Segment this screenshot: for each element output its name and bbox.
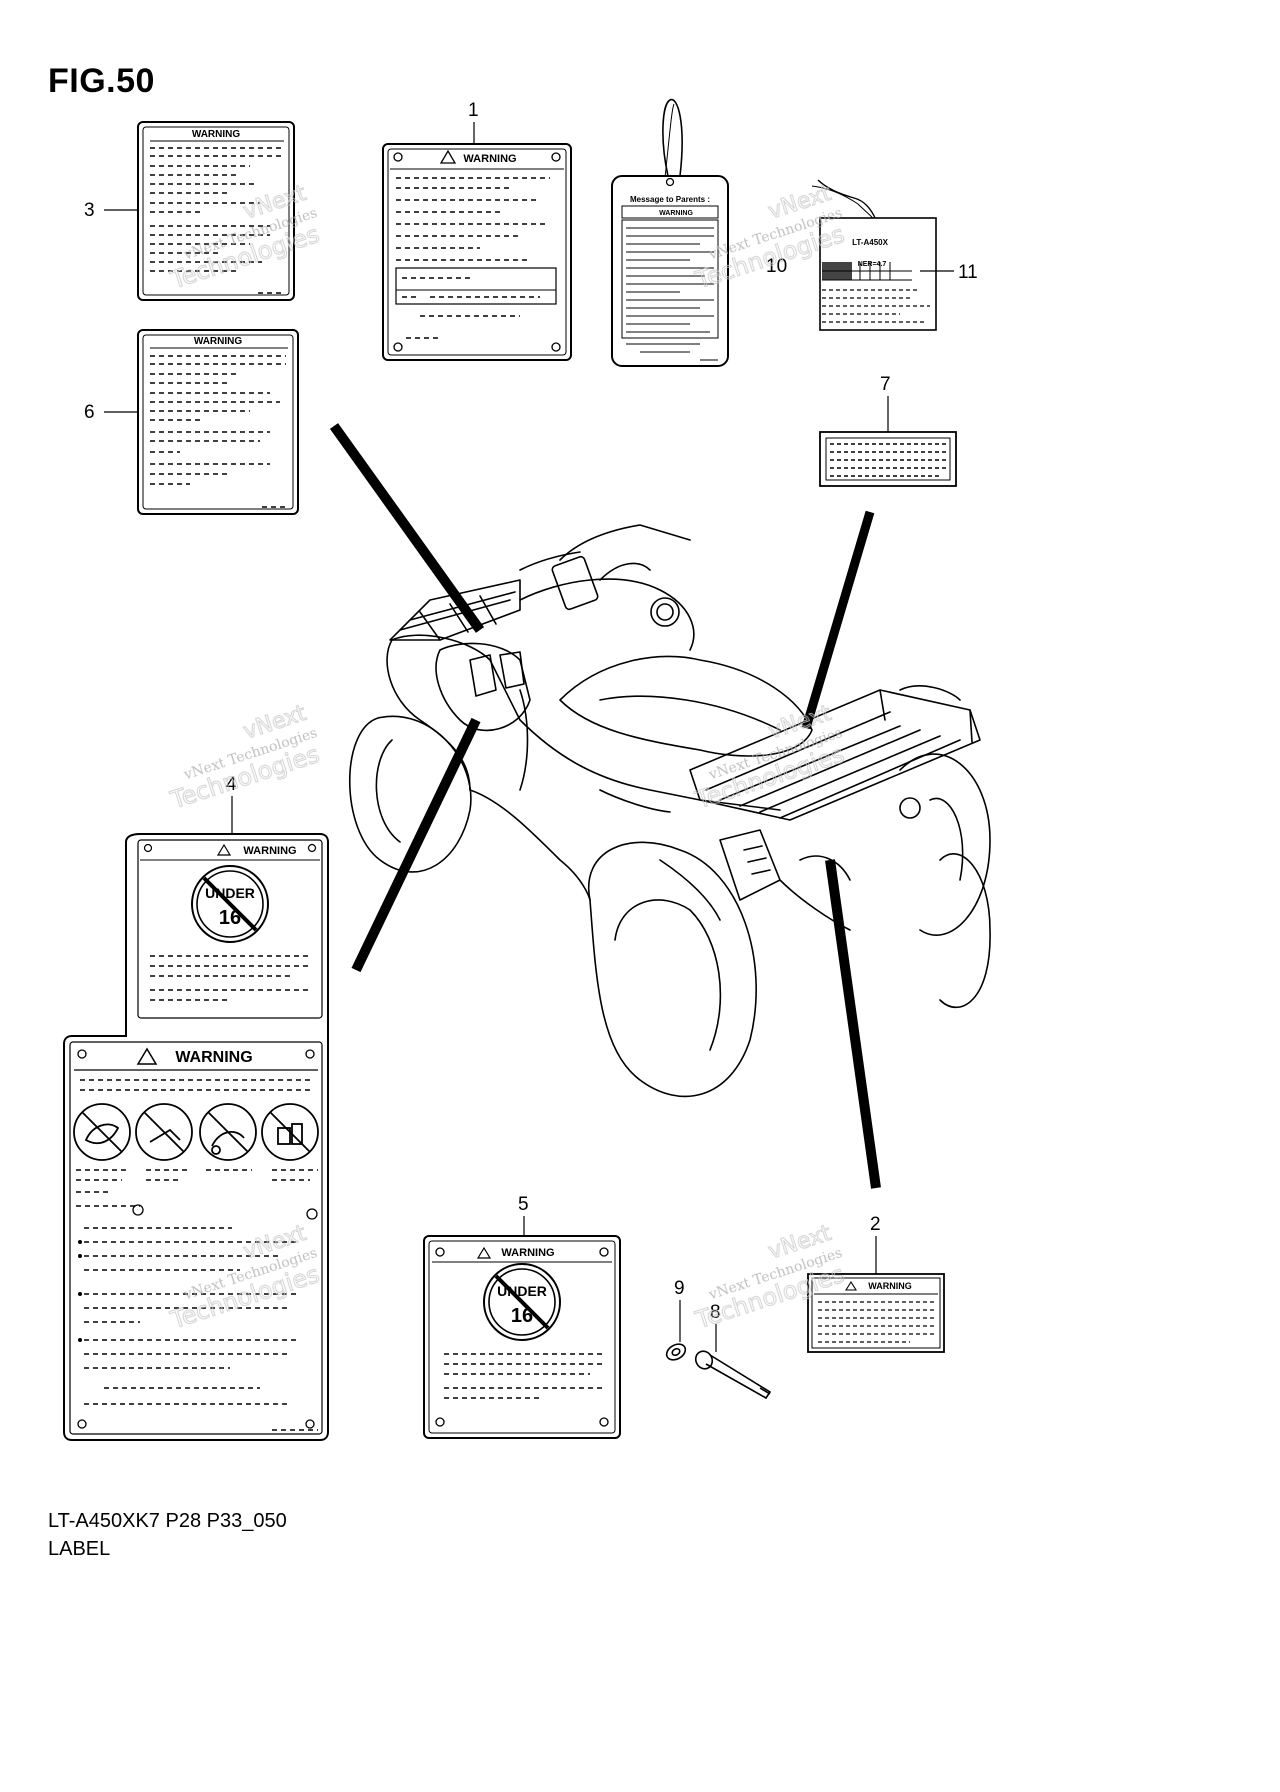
callout-4: 4	[226, 774, 237, 795]
washer-9[interactable]	[664, 1341, 688, 1363]
label-2[interactable]: WARNING	[807, 1273, 945, 1353]
message-to-parents-text: Message to Parents :	[630, 195, 710, 204]
label-4-under-text: UNDER	[205, 885, 255, 901]
tag-label-11[interactable]: LT-A450X NER=4.7	[811, 179, 937, 331]
label-4[interactable]: WARNING UNDER 16 WARNING	[63, 833, 329, 1441]
callout-9: 9	[674, 1278, 685, 1299]
callout-7: 7	[880, 374, 891, 395]
atv-illustration	[348, 524, 991, 1098]
label-1-warning-text: WARNING	[463, 153, 516, 165]
tag-ratio-text: NER=4.7	[858, 261, 887, 268]
label-3-warning-text: WARNING	[192, 129, 241, 140]
label-7[interactable]	[819, 431, 957, 487]
label-4-bottom-warning-text: WARNING	[175, 1049, 252, 1066]
label-1[interactable]: WARNING	[382, 143, 572, 361]
rivet-8[interactable]	[693, 1348, 772, 1400]
label-3[interactable]: WARNING	[137, 121, 295, 301]
callout-5: 5	[518, 1194, 529, 1215]
callout-10: 10	[766, 256, 787, 277]
model-code: LT-A450XK7 P28 P33_050	[48, 1510, 287, 1532]
figure-title: FIG.50	[48, 62, 155, 100]
label-6[interactable]: WARNING	[137, 329, 299, 515]
label-5-warning-text: WARNING	[501, 1247, 554, 1259]
callout-2: 2	[870, 1214, 881, 1235]
label-5-age-text: 16	[511, 1305, 533, 1327]
callout-8: 8	[710, 1302, 721, 1323]
callout-1: 1	[468, 100, 479, 121]
label-2-warning-text: WARNING	[868, 1281, 912, 1291]
callout-11: 11	[958, 262, 978, 283]
hang-tag-warning-text: WARNING	[659, 210, 693, 217]
callout-3: 3	[84, 200, 95, 221]
section-name: LABEL	[48, 1538, 111, 1560]
label-5[interactable]: WARNING UNDER 16	[423, 1235, 621, 1439]
label-4-age-text: 16	[219, 907, 241, 929]
callout-6: 6	[84, 402, 95, 423]
tag-model-text: LT-A450X	[852, 238, 889, 247]
hang-tag-10[interactable]: Message to Parents : WARNING	[611, 98, 729, 367]
pointer-lines	[329, 423, 881, 1189]
label-6-warning-text: WARNING	[194, 336, 243, 347]
label-5-under-text: UNDER	[497, 1283, 547, 1299]
label-4-top-warning-text: WARNING	[243, 845, 296, 857]
